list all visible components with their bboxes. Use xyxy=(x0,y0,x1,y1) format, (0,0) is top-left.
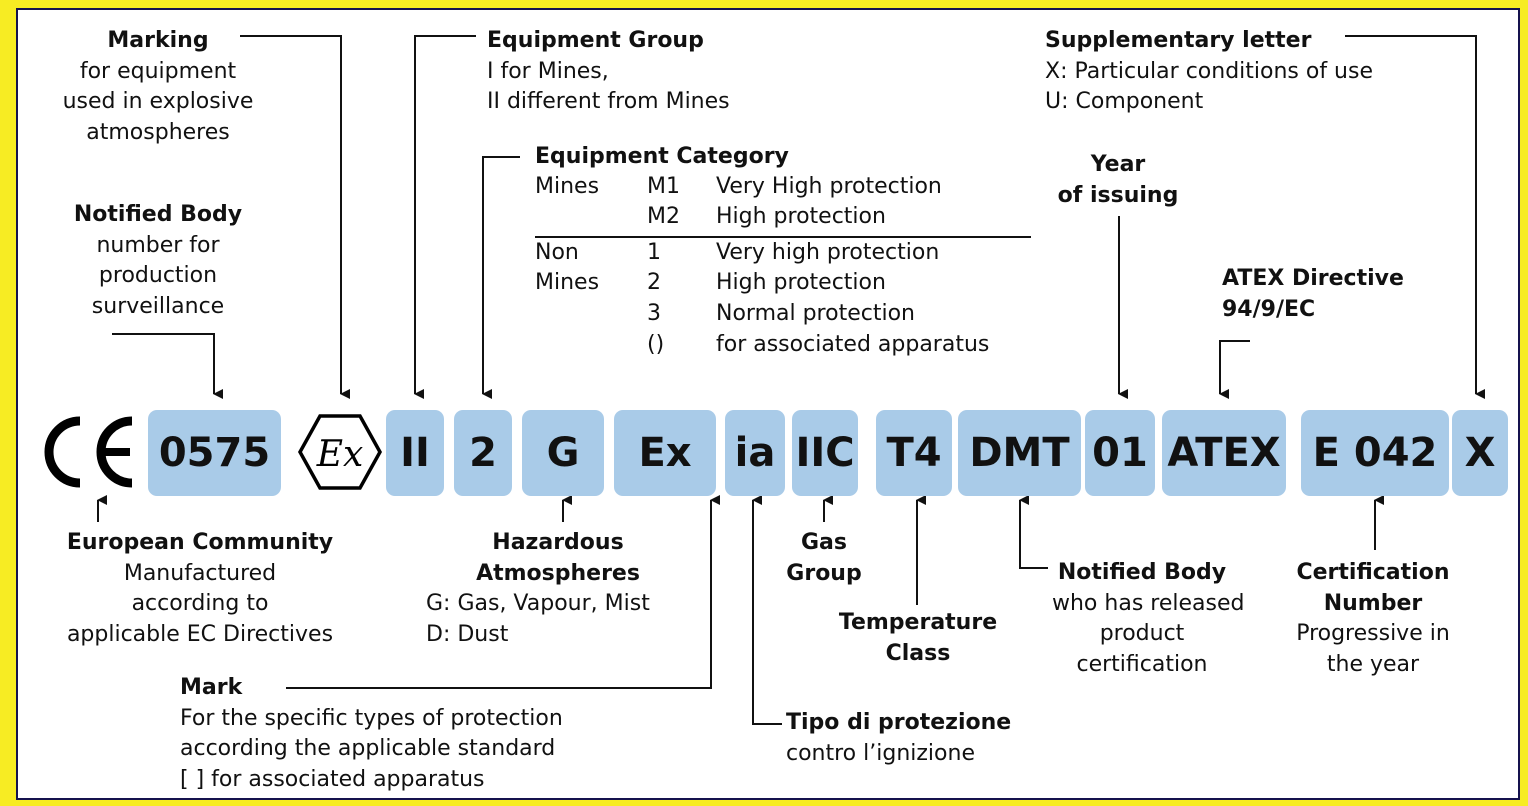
label-certification-number: Certification Number Progressive in the … xyxy=(1296,560,1450,677)
box-equipment-group: II xyxy=(386,410,444,496)
label-gas-group: Gas Group xyxy=(786,530,862,586)
category-divider xyxy=(535,236,1031,238)
category-code: 2 xyxy=(647,270,661,295)
box-protection-type: ia xyxy=(725,410,785,496)
box-temperature-class: T4 xyxy=(876,410,952,496)
ce-mark-icon xyxy=(44,416,133,488)
category-desc: Normal protection xyxy=(716,301,915,326)
label-atex-directive: ATEX Directive 94/9/EC xyxy=(1222,266,1404,322)
label-tipo-di-protezione: Tipo di protezione contro l’ignizione xyxy=(786,710,1012,766)
category-desc: for associated apparatus xyxy=(716,332,990,357)
category-group: Mines xyxy=(535,270,600,295)
category-desc: Very High protection xyxy=(716,174,942,199)
label-hazardous-atmospheres: Hazardous Atmospheres G: Gas, Vapour, Mi… xyxy=(426,530,650,647)
category-desc: Very high protection xyxy=(716,240,940,265)
connector-lines xyxy=(97,35,1485,725)
category-group: Mines xyxy=(535,174,600,199)
label-year: Year of issuing xyxy=(1057,152,1179,208)
atex-marking-diagram: Ex 0575 II 2 G Ex ia IIC T4 DMT 01 ATEX … xyxy=(16,8,1520,800)
category-group: Non xyxy=(535,240,579,265)
label-equipment-group: Equipment Group I for Mines, II differen… xyxy=(487,28,730,114)
box-notified-body-number: 0575 xyxy=(148,410,281,496)
svg-text:Ex: Ex xyxy=(316,434,364,475)
box-notified-body-code: DMT xyxy=(958,410,1081,496)
category-desc: High protection xyxy=(716,270,886,295)
ex-hexagon-icon: Ex xyxy=(297,414,383,490)
box-equipment-category: 2 xyxy=(454,410,512,496)
label-temperature-class: Temperature Class xyxy=(838,610,998,666)
box-gas-group: IIC xyxy=(792,410,858,496)
box-supplementary-letter: X xyxy=(1452,410,1508,496)
category-code: M1 xyxy=(647,174,680,199)
label-supplementary-letter: Supplementary letter X: Particular condi… xyxy=(1045,28,1374,114)
category-code: () xyxy=(647,332,665,357)
category-code: 3 xyxy=(647,301,661,326)
box-ex-mark: Ex xyxy=(614,410,716,496)
label-notified-body-release: Notified Body who has released product c… xyxy=(1052,560,1245,677)
label-mark: Mark For the specific types of protectio… xyxy=(180,675,563,792)
equipment-category-title: Equipment Category xyxy=(535,144,789,169)
category-desc: High protection xyxy=(716,204,886,229)
box-year: 01 xyxy=(1085,410,1155,496)
box-atex: ATEX xyxy=(1162,410,1286,496)
label-notified-body: Notified Body number for production surv… xyxy=(73,202,243,319)
category-code: 1 xyxy=(647,240,661,265)
box-certification-number: E 042 xyxy=(1301,410,1449,496)
label-european-community: European Community Manufactured accordin… xyxy=(66,530,334,647)
label-marking: Marking for equipment used in explosive … xyxy=(62,28,254,145)
category-code: M2 xyxy=(647,204,680,229)
box-hazardous-atmosphere: G xyxy=(522,410,604,496)
